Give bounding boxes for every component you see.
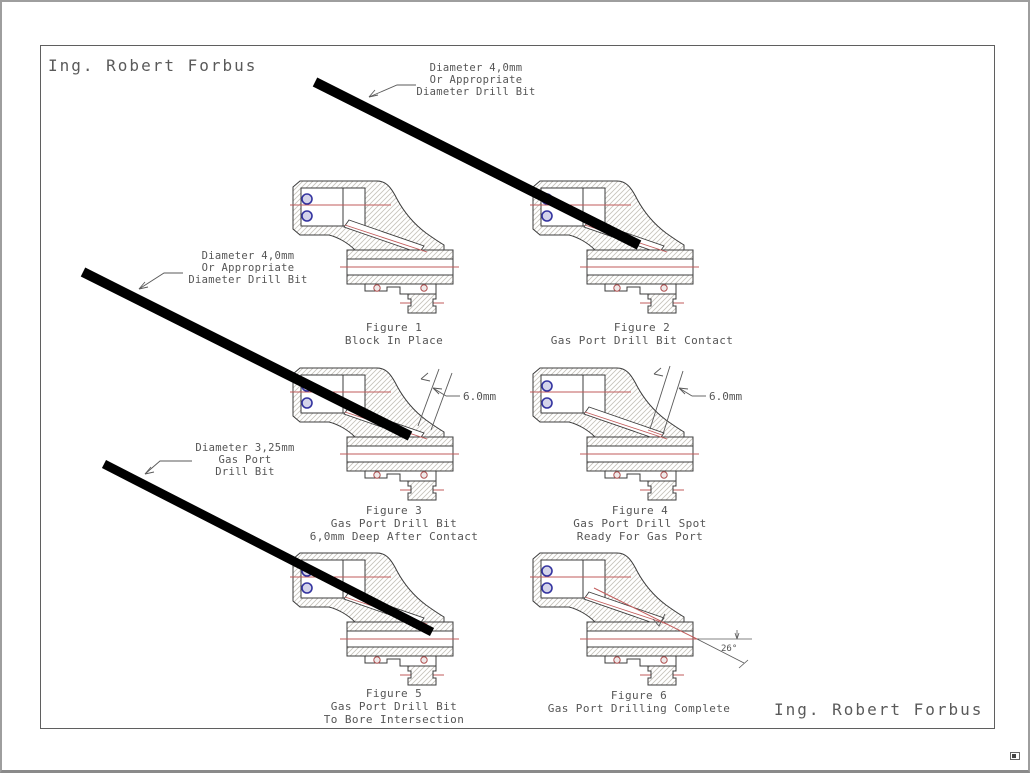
figure-6-drawing: [527, 544, 717, 694]
drawing-border-frame: [40, 45, 995, 729]
caption-figure-4: Figure 4 Gas Port Drill Spot Ready For G…: [573, 504, 707, 543]
figure-4-drawing: [527, 359, 717, 509]
caption-figure-3: Figure 3 Gas Port Drill Bit 6,0mm Deep A…: [309, 504, 479, 543]
figure-1-drawing: [287, 172, 477, 322]
caption-figure-1: Figure 1 Block In Place: [344, 321, 444, 347]
figure-3-drawing: [287, 359, 477, 509]
caption-figure-5: Figure 5 Gas Port Drill Bit To Bore Inte…: [323, 687, 465, 726]
author-title-top: Ing. Robert Forbus: [48, 56, 258, 75]
annotation-top-drill: Diameter 4,0mm Or Appropriate Diameter D…: [416, 62, 536, 98]
broken-image-icon: [1010, 752, 1020, 760]
author-title-bottom: Ing. Robert Forbus: [774, 700, 984, 719]
figure-2-drawing: [527, 172, 717, 322]
caption-figure-6: Figure 6 Gas Port Drilling Complete: [547, 689, 731, 715]
caption-figure-2: Figure 2 Gas Port Drill Bit Contact: [550, 321, 734, 347]
figure-5-drawing: [287, 544, 477, 694]
